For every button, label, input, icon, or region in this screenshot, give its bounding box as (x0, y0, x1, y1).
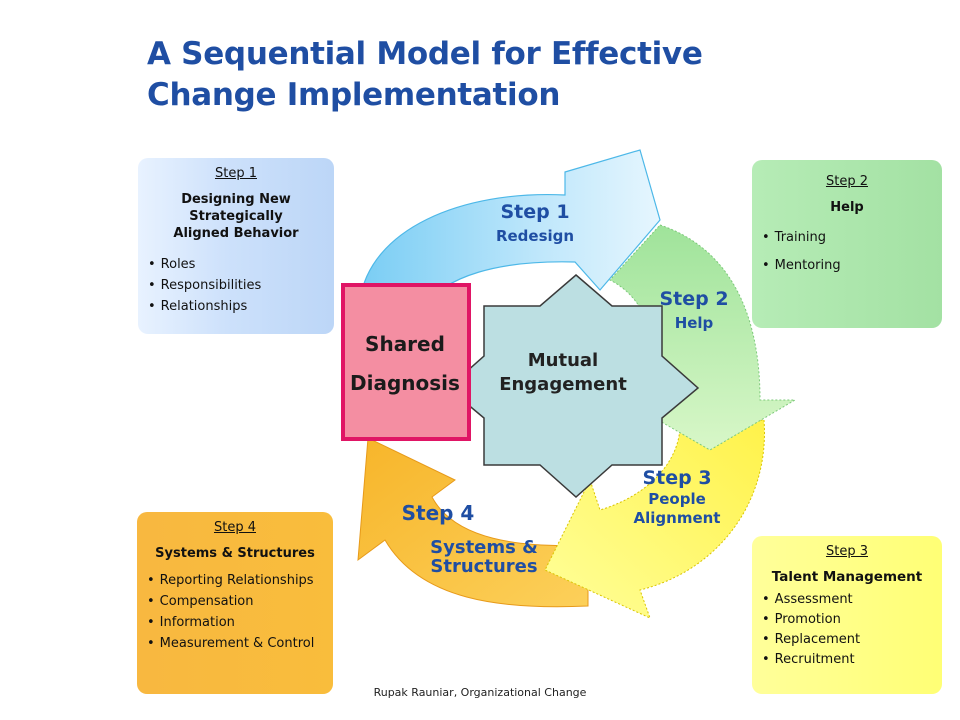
step-1-box: Step 1 Designing New Strategically Align… (138, 158, 334, 334)
step-4-arrow-sub-2: Structures (430, 556, 537, 577)
step-4-arrow-label: Step 4 (402, 501, 475, 525)
step-4-box-step: Step 4 (213, 520, 256, 535)
step-4-arrow-sub-1: Systems & (430, 537, 538, 558)
step-3-arrow-label: Step 3 (642, 467, 711, 489)
step-1-heading-line: Designing New (181, 192, 291, 207)
step-2-arrow-label: Step 2 (659, 288, 728, 310)
step-4-list: Reporting Relationships Compensation Inf… (147, 570, 323, 654)
step-2-box: Step 2 Help Training Mentoring (752, 160, 942, 328)
step-4-arrow (357, 437, 589, 608)
list-item: Mentoring (762, 252, 932, 280)
list-item: Compensation (147, 591, 323, 612)
list-item: Replacement (762, 630, 932, 650)
list-item: Training (762, 224, 932, 252)
step-2-arrow-sub: Help (675, 314, 714, 332)
list-item: Responsibilities (148, 275, 324, 296)
center-label-line-1: Mutual (528, 350, 598, 371)
title-line-2: Change Implementation (147, 77, 561, 113)
shared-diagnosis-line-1: Shared (365, 332, 445, 356)
step-3-list: Assessment Promotion Replacement Recruit… (762, 590, 932, 670)
step-1-box-heading: Designing New Strategically Aligned Beha… (148, 191, 324, 242)
step-4-box-heading: Systems & Structures (155, 546, 315, 561)
step-1-arrow-label: Step 1 (500, 201, 569, 223)
step-1-heading-line: Aligned Behavior (173, 226, 299, 241)
step-3-box: Step 3 Talent Management Assessment Prom… (752, 536, 942, 694)
step-3-arrow-sub-1: People (648, 490, 706, 508)
list-item: Promotion (762, 610, 932, 630)
step-1-arrow (359, 149, 661, 311)
title-line-1: A Sequential Model for Effective (147, 36, 703, 72)
footer-credit: Rupak Rauniar, Organizational Change (373, 686, 587, 699)
list-item: Assessment (762, 590, 932, 610)
list-item: Information (147, 612, 323, 633)
step-1-arrow-sub: Redesign (496, 227, 574, 245)
shared-diagnosis-line-2: Diagnosis (350, 371, 460, 395)
step-2-box-heading: Help (830, 200, 864, 215)
mutual-engagement-star (446, 274, 700, 499)
step-2-list: Training Mentoring (762, 224, 932, 280)
list-item: Recruitment (762, 650, 932, 670)
list-item: Relationships (148, 296, 324, 317)
step-2-box-step: Step 2 (825, 174, 868, 189)
center-label-line-2: Engagement (499, 374, 627, 395)
step-2-arrow (609, 224, 797, 451)
step-1-heading-line: Strategically (189, 209, 283, 224)
step-1-list: Roles Responsibilities Relationships (148, 254, 324, 317)
step-1-box-step: Step 1 (214, 166, 257, 181)
step-3-box-step: Step 3 (825, 544, 868, 559)
step-3-arrow-sub-2: Alignment (634, 509, 721, 527)
list-item: Measurement & Control (147, 633, 323, 654)
page-title: A Sequential Model for Effective Change … (147, 34, 703, 116)
list-item: Reporting Relationships (147, 570, 323, 591)
step-3-arrow (544, 419, 765, 619)
step-3-box-heading: Talent Management (771, 569, 923, 585)
list-item: Roles (148, 254, 324, 275)
step-4-box: Step 4 Systems & Structures Reporting Re… (137, 512, 333, 694)
shared-diagnosis-box (341, 283, 471, 441)
